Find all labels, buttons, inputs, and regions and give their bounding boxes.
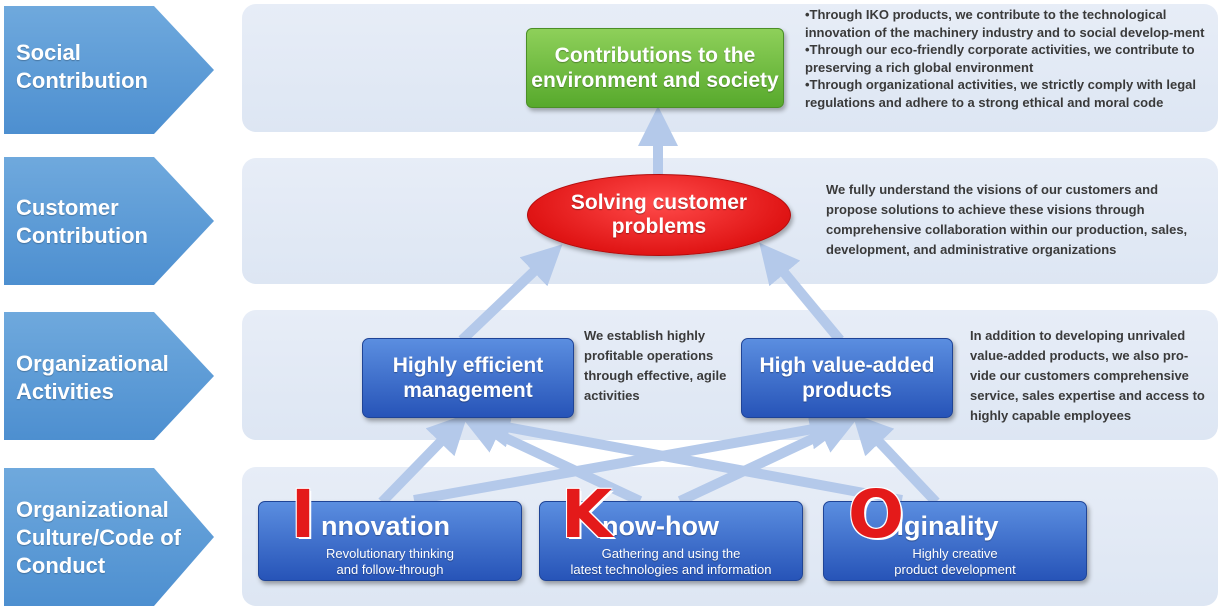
value-added-products-box: High value-added products xyxy=(741,338,953,418)
products-description: In addition to developing unrivaled valu… xyxy=(970,328,1205,423)
solving-problems-ellipse: Solving customer problems xyxy=(527,174,791,256)
innovation-subtitle: Revolutionary thinking and follow-throug… xyxy=(326,546,454,577)
knowhow-box: now-how Gathering and using the latest t… xyxy=(539,501,803,581)
customer-description: We fully understand the visions of our c… xyxy=(826,182,1188,257)
efficient-management-box: Highly efficient management xyxy=(362,338,574,418)
arrow-originality-to-management xyxy=(470,407,903,505)
level-chevron-social: Social Contribution xyxy=(4,6,216,134)
level-label-culture: Organizational Culture/Code of Conduct xyxy=(16,497,181,578)
letter-o-logo: O xyxy=(848,476,905,553)
originality-box: riginality Highly creative product devel… xyxy=(823,501,1087,581)
level-label-organizational: Organizational Activities xyxy=(16,351,169,404)
letter-k-logo: K xyxy=(561,476,613,553)
social-bullet: •Through organizational activities, we s… xyxy=(805,77,1197,110)
arrow-knowhow-to-products xyxy=(677,416,859,506)
social-bullet-list: •Through IKO products, we contribute to … xyxy=(805,6,1217,112)
level-label-social: Social Contribution xyxy=(16,40,148,93)
level-chevron-culture: Organizational Culture/Code of Conduct xyxy=(4,468,216,606)
knowhow-title: now-how xyxy=(602,511,719,541)
arrow-innovation-to-management xyxy=(378,413,468,506)
social-bullet: •Through our eco-friendly corporate acti… xyxy=(805,42,1195,75)
management-description: We establish highly profitable operation… xyxy=(584,328,727,403)
level-chevron-customer: Customer Contribution xyxy=(4,157,216,285)
level-chevron-organizational: Organizational Activities xyxy=(4,312,216,440)
letter-i-logo: I xyxy=(290,476,316,553)
originality-title: riginality xyxy=(886,511,999,541)
level-label-customer: Customer Contribution xyxy=(16,195,148,248)
knowhow-subtitle: Gathering and using the latest technolog… xyxy=(570,546,772,577)
arrow-originality-to-products xyxy=(852,413,940,506)
innovation-box: nnovation Revolutionary thinking and fol… xyxy=(258,501,522,581)
innovation-title: nnovation xyxy=(321,511,450,541)
social-bullet: •Through IKO products, we contribute to … xyxy=(805,7,1205,40)
arrow-innovation-to-products xyxy=(413,409,850,505)
arrow-management-to-ellipse xyxy=(458,244,563,344)
environment-society-box: Contributions to the environment and soc… xyxy=(526,28,784,108)
originality-subtitle: Highly creative product development xyxy=(894,546,1016,577)
arrow-products-to-ellipse xyxy=(759,242,844,344)
